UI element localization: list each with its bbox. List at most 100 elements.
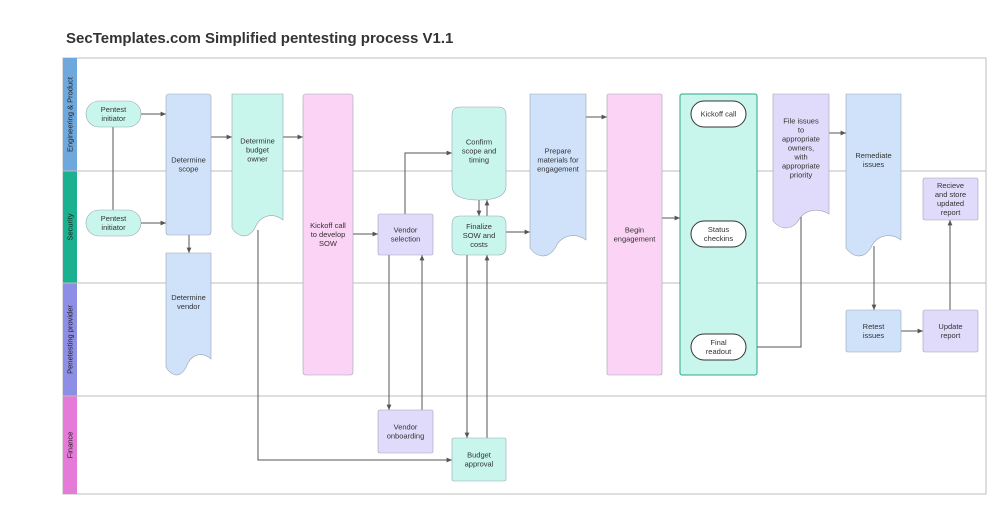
connector-arrow	[257, 230, 452, 463]
node-label-line: Vendor	[394, 226, 418, 235]
node-label-line: Vendor	[394, 423, 418, 432]
node-label-line: report	[941, 331, 962, 340]
node-shape	[690, 333, 747, 361]
node-label-line: Update	[938, 322, 962, 331]
node-label-line: Kickoff call	[310, 221, 346, 230]
node-shape	[165, 93, 212, 236]
node-shape	[165, 252, 212, 376]
node-label-line: Begin	[625, 226, 644, 235]
node-label-line: File issues	[783, 117, 819, 126]
node-label-line: SOW and	[463, 231, 496, 240]
node-shape	[451, 106, 507, 201]
node-shape	[690, 220, 747, 248]
node-label-line: readout	[706, 347, 732, 356]
node-label-line: to develop	[311, 230, 346, 239]
node-shape	[529, 93, 587, 257]
node-shape	[922, 177, 979, 221]
kickoff-call-node[interactable]: Kickoff call	[690, 100, 747, 128]
node-shape	[772, 93, 830, 229]
node-shape	[606, 93, 663, 376]
node-label-line: scope	[178, 165, 198, 174]
swimlane-header	[63, 171, 77, 283]
node-label-line: initiator	[101, 223, 126, 232]
node-label-line: engagement	[537, 165, 580, 174]
node-label-line: SOW	[319, 239, 338, 248]
node-label: Kickoff call	[701, 110, 737, 119]
swimlane-label: Engineering & Product	[66, 76, 75, 152]
node-label-line: owner	[247, 155, 268, 164]
node-label-line: Status	[708, 225, 730, 234]
node-shape	[377, 409, 434, 454]
node-label-line: issues	[863, 331, 885, 340]
node-label-line: to	[798, 126, 804, 135]
swimlane-sec: Security	[63, 170, 986, 283]
node-label-line: Confirm	[466, 138, 492, 147]
swimlane-header	[63, 58, 77, 171]
node-shape	[85, 209, 142, 237]
connector-arrow	[404, 150, 452, 214]
node-shape	[85, 100, 142, 128]
node-shape	[845, 93, 902, 257]
node-label-line: issues	[863, 160, 885, 169]
node-label-line: appropriate	[782, 135, 820, 144]
swimlane-fin: Finance	[63, 395, 986, 494]
node-label-line: Finalize	[466, 222, 492, 231]
node-label-line: initiator	[101, 114, 126, 123]
node-shape	[377, 213, 434, 256]
node-label-line: materials for	[537, 156, 579, 165]
node-shape	[451, 215, 507, 256]
node-label-line: report	[941, 208, 962, 217]
node-label-line: Budget	[467, 451, 492, 460]
node-label-line: Determine	[240, 137, 275, 146]
diagram-title: SecTemplates.com Simplified pentesting p…	[66, 30, 454, 47]
node-label-line: with	[793, 153, 807, 162]
node-shape	[302, 93, 354, 376]
node-label-line: vendor	[177, 302, 200, 311]
swimlane-header	[63, 396, 77, 494]
node-label-line: budget	[246, 146, 270, 155]
node-label-line: Final	[710, 338, 727, 347]
node-label-line: Retest	[863, 322, 886, 331]
swimlane-label: Security	[66, 213, 75, 240]
node-label-line: Prepare	[545, 147, 572, 156]
node-shape	[451, 437, 507, 482]
node-label-line: onboarding	[387, 432, 425, 441]
